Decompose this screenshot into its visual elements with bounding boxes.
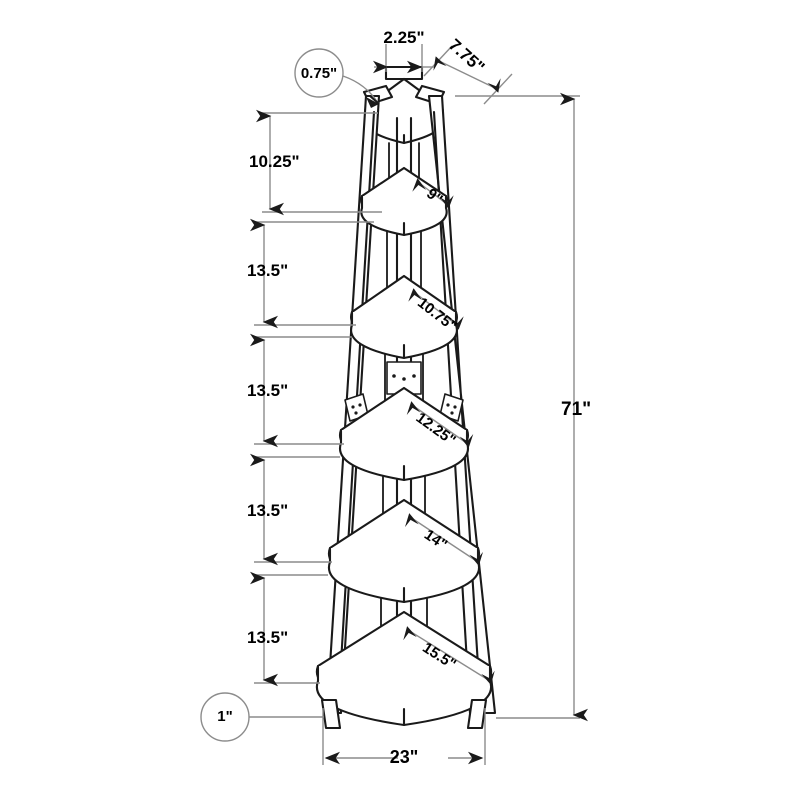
vertical-gap-label-1: 13.5" bbox=[247, 261, 289, 280]
top-post-width-label: 2.25" bbox=[383, 28, 425, 47]
top-post-width-dimension bbox=[373, 44, 434, 74]
vertical-gap-label-0: 10.25" bbox=[249, 152, 300, 171]
bookcase-body bbox=[315, 65, 497, 730]
callout-top-thickness bbox=[294, 48, 379, 108]
vertical-gap-label-4: 13.5" bbox=[247, 628, 289, 647]
overall-width-label: 23" bbox=[389, 747, 419, 767]
dimension-annotations bbox=[200, 44, 588, 765]
vertical-gap-label-3: 13.5" bbox=[247, 501, 289, 520]
callout-label-foot-height: 1" bbox=[217, 708, 233, 725]
vertical-gap-label-2: 13.5" bbox=[247, 381, 289, 400]
callout-foot-height bbox=[200, 692, 324, 742]
left-dimension-arrows bbox=[249, 109, 284, 687]
feet bbox=[320, 698, 488, 730]
callout-label-top-thickness: 0.75" bbox=[300, 65, 338, 82]
overall-height-dimension bbox=[455, 92, 588, 722]
top-diagonal-dimension bbox=[423, 45, 513, 105]
top-post bbox=[384, 65, 424, 81]
shelf-top bbox=[364, 77, 444, 145]
shelf-depth-dimension-arrows bbox=[403, 178, 495, 685]
overall-height-label: 71" bbox=[561, 399, 592, 420]
